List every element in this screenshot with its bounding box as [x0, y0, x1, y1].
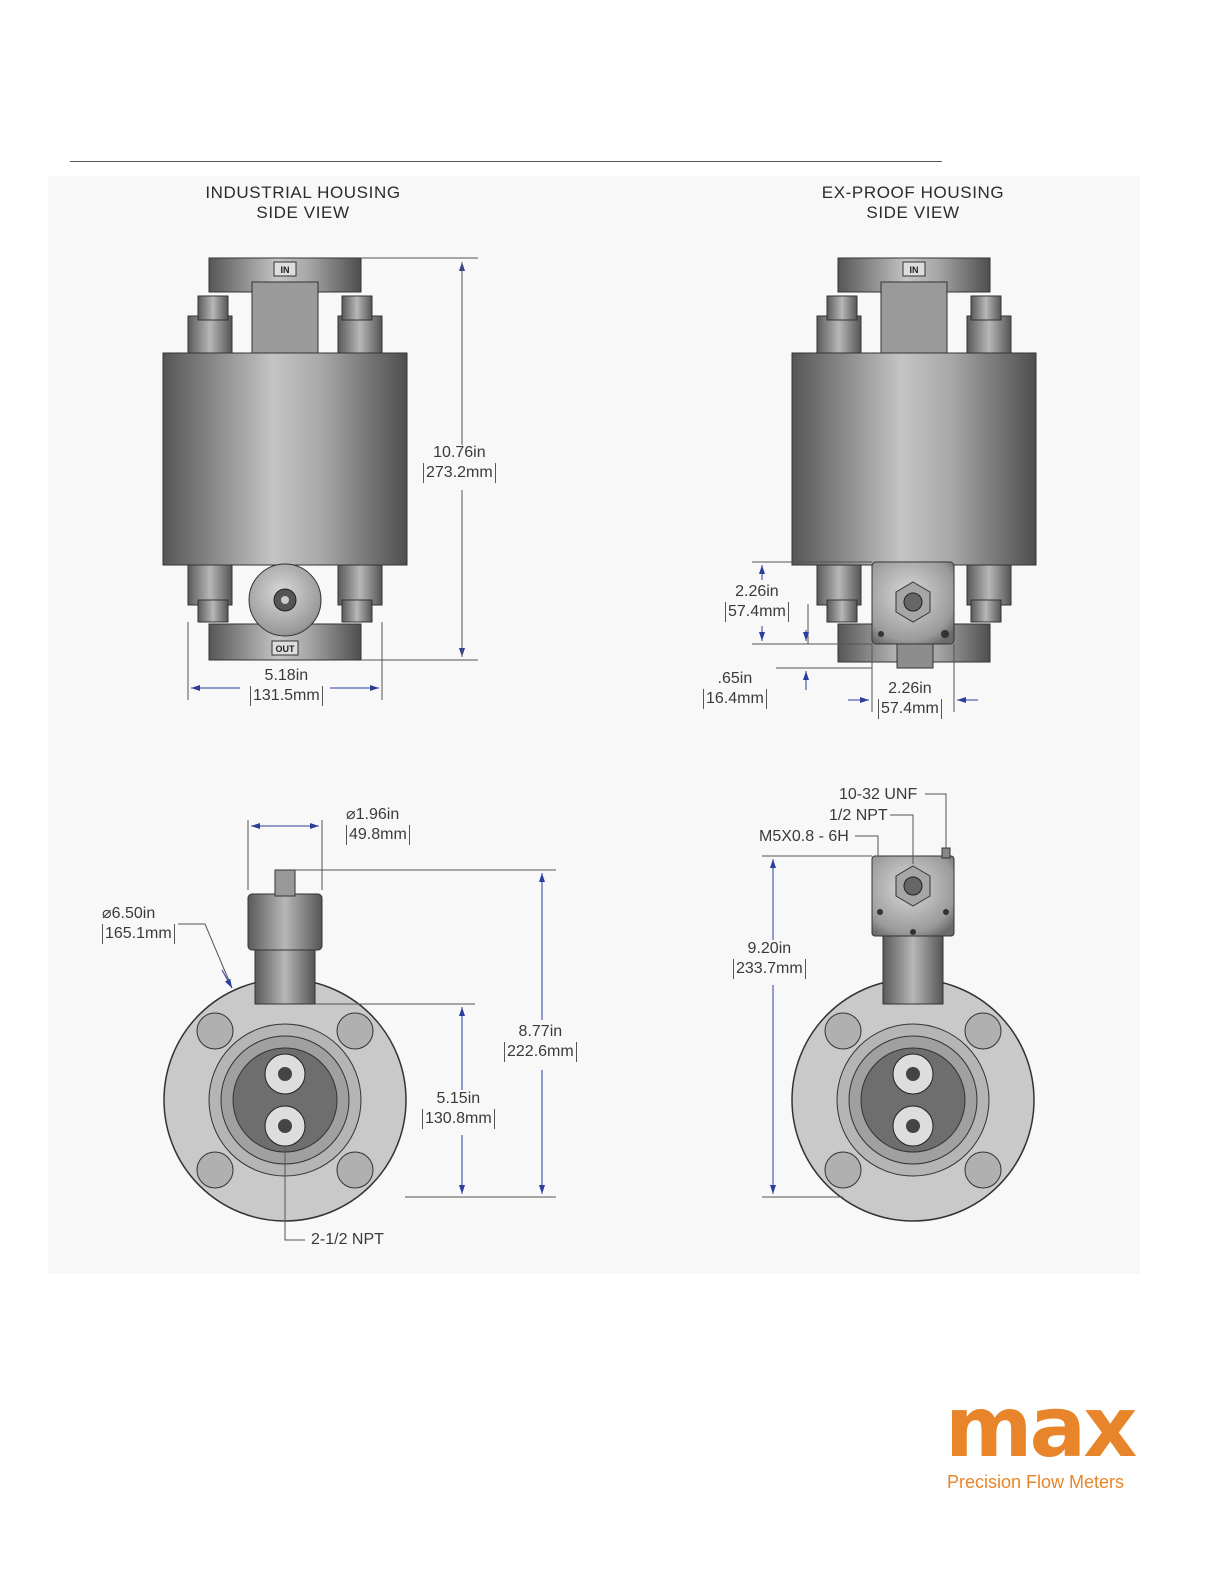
- dim-stem-diameter: ⌀1.96in 49.8mm: [346, 805, 410, 845]
- bolt-post: [971, 600, 1001, 622]
- flange-bolt: [337, 1013, 373, 1049]
- dim-exp-front-height-mm: 233.7mm: [733, 959, 806, 979]
- dim-center-height-mm: 130.8mm: [422, 1109, 495, 1129]
- sensor-stem: [255, 946, 315, 1004]
- dim-exp-side-height-mm: 57.4mm: [725, 602, 789, 622]
- dim-center-height-in: 5.15in: [422, 1089, 495, 1109]
- dim-flange-diameter-in: 6.50in: [112, 905, 156, 922]
- bolt-post: [967, 316, 1011, 356]
- industrial-view-title-line1: INDUSTRIAL HOUSING: [153, 183, 453, 203]
- dim-height-mm: 273.2mm: [423, 463, 496, 483]
- dim-front-height-in: 8.77in: [504, 1022, 577, 1042]
- dim-center-height: 5.15in 130.8mm: [422, 1089, 495, 1129]
- dim-exp-front-height: 9.20in 233.7mm: [733, 939, 806, 979]
- bolt-post: [967, 565, 1011, 605]
- neck-block: [252, 282, 318, 356]
- bolt-post: [827, 600, 857, 622]
- dim-flange-diameter-mm: 165.1mm: [102, 924, 175, 944]
- housing-cylinder: [163, 353, 407, 565]
- dim-width-mm: 131.5mm: [250, 686, 323, 706]
- exproof-view-title: EX-PROOF HOUSING SIDE VIEW: [763, 183, 1063, 223]
- industrial-side-drawing: [163, 258, 407, 660]
- dim-stem-diameter-in: 1.96in: [356, 806, 400, 823]
- exproof-view-title-line2: SIDE VIEW: [763, 203, 1063, 223]
- industrial-view-title-line2: SIDE VIEW: [153, 203, 453, 223]
- flange-bolt: [197, 1152, 233, 1188]
- bolt-post: [188, 316, 232, 356]
- dim-exp-width-mm: 57.4mm: [878, 699, 942, 719]
- flange-bolt: [965, 1152, 1001, 1188]
- dim-height-in: 10.76in: [423, 443, 496, 463]
- exproof-front-drawing: [792, 848, 1034, 1221]
- bolt-post: [198, 296, 228, 320]
- max-logo: max Precision Flow Meters: [945, 1396, 1145, 1496]
- callout-m5-thread: M5X0.8 - 6H: [759, 827, 849, 847]
- dim-exp-front-height-in: 9.20in: [733, 939, 806, 959]
- flange-bolt: [965, 1013, 1001, 1049]
- dim-width-in: 5.18in: [250, 666, 323, 686]
- bolt-post: [817, 565, 861, 605]
- flange-bolt: [197, 1013, 233, 1049]
- in-label-industrial: IN: [281, 265, 290, 275]
- dim-exp-offset-in: .65in: [703, 669, 767, 689]
- out-port-center: [281, 596, 289, 604]
- bolt-post: [198, 600, 228, 622]
- dim-front-height: 8.77in 222.6mm: [504, 1022, 577, 1062]
- dim-exp-width: 2.26in 57.4mm: [878, 679, 942, 719]
- drain-stub: [897, 644, 933, 668]
- dim-flange-diameter: ⌀6.50in 165.1mm: [102, 904, 175, 944]
- dim-exp-offset: .65in 16.4mm: [703, 669, 767, 709]
- dim-stem-diameter-mm: 49.8mm: [346, 825, 410, 845]
- industrial-view-title: INDUSTRIAL HOUSING SIDE VIEW: [153, 183, 453, 223]
- bolt-post: [338, 316, 382, 356]
- dim-front-height-mm: 222.6mm: [504, 1042, 577, 1062]
- exproof-side-drawing: [792, 258, 1036, 668]
- flange-bolt: [825, 1013, 861, 1049]
- callout-1-2-npt: 1/2 NPT: [829, 806, 888, 826]
- flange-bolt: [337, 1152, 373, 1188]
- dim-exp-offset-mm: 16.4mm: [703, 689, 767, 709]
- bolt-post: [827, 296, 857, 320]
- flange-bolt: [825, 1152, 861, 1188]
- dim-exp-side-height: 2.26in 57.4mm: [725, 582, 789, 622]
- dim-height: 10.76in 273.2mm: [423, 443, 496, 483]
- callout-10-32-unf: 10-32 UNF: [839, 785, 917, 805]
- dim-width: 5.18in 131.5mm: [250, 666, 323, 706]
- sensor-stem: [883, 936, 943, 1004]
- callout-2-1-2-npt: 2-1/2 NPT: [311, 1230, 384, 1250]
- neck-block: [881, 282, 947, 356]
- bolt-post: [817, 316, 861, 356]
- exproof-view-title-line1: EX-PROOF HOUSING: [763, 183, 1063, 203]
- logo-wordmark: max: [945, 1378, 1134, 1476]
- dim-exp-width-in: 2.26in: [878, 679, 942, 699]
- out-label-industrial: OUT: [276, 644, 296, 654]
- bolt-post: [342, 296, 372, 320]
- bolt-post: [971, 296, 1001, 320]
- logo-tagline: Precision Flow Meters: [947, 1472, 1124, 1493]
- diameter-symbol: ⌀: [102, 905, 112, 922]
- in-label-exproof: IN: [910, 265, 919, 275]
- bolt-post: [188, 565, 232, 605]
- housing-cylinder: [792, 353, 1036, 565]
- sensor-cap: [248, 894, 322, 950]
- bolt-post: [342, 600, 372, 622]
- dim-exp-side-height-in: 2.26in: [725, 582, 789, 602]
- diameter-symbol: ⌀: [346, 806, 356, 823]
- bolt-post: [338, 565, 382, 605]
